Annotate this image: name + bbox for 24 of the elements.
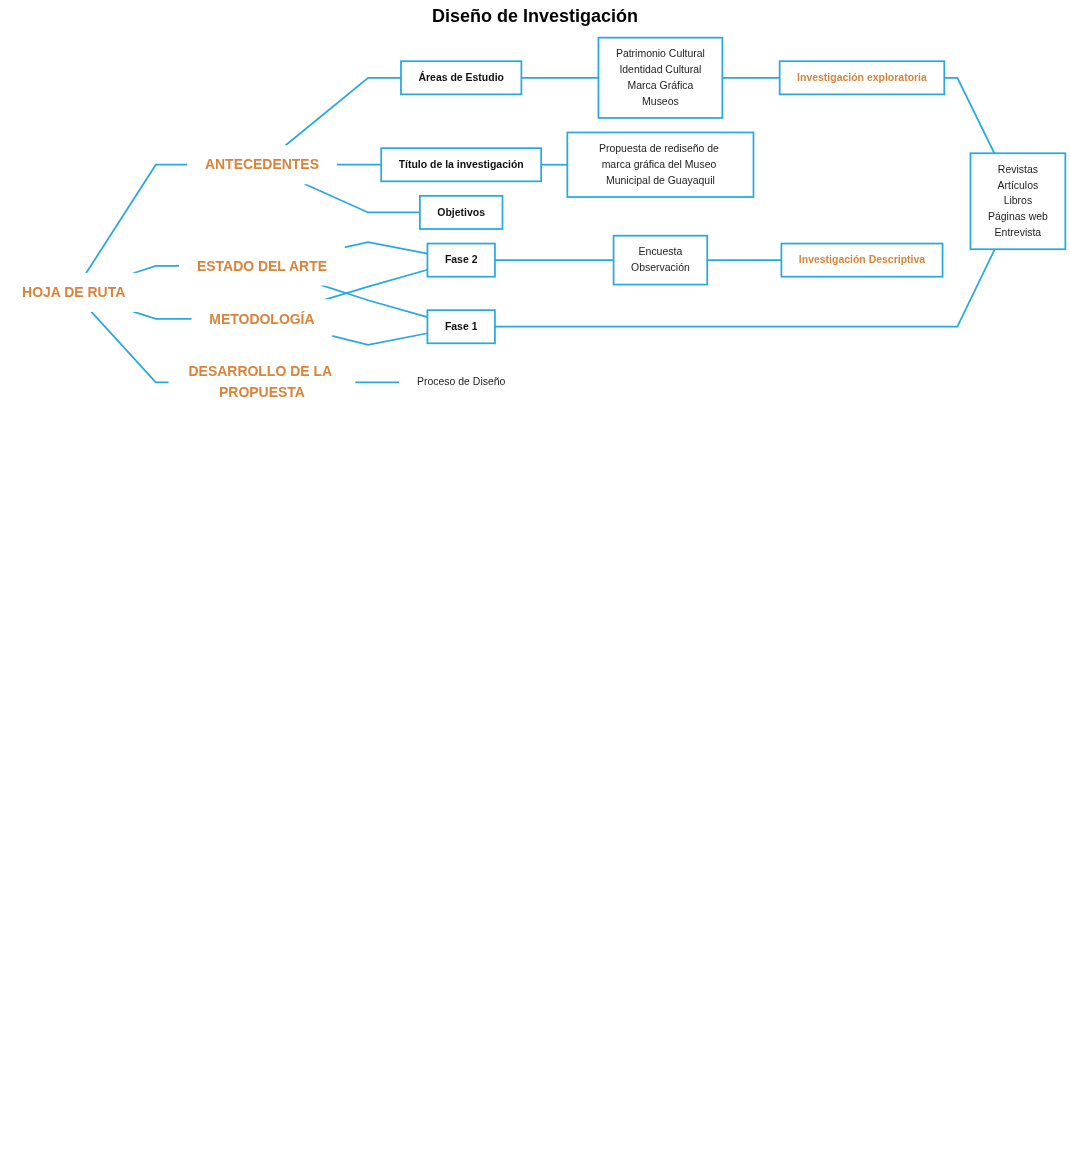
node-text: Proceso de Diseño <box>416 376 506 388</box>
node-box: Investigación exploratoria <box>778 60 946 96</box>
node-box: Encuesta Observación <box>612 234 709 286</box>
node-box: Áreas de Estudio <box>400 60 523 96</box>
connector <box>132 265 181 275</box>
node-box: Patrimonio Cultural Identidad Cultural Marca Gráfica Museos <box>597 36 724 119</box>
node-text: ANTECEDENTES <box>204 156 319 173</box>
node-box: Revistas Artículos Libros Páginas web Entrevista <box>969 152 1067 251</box>
node-box: Título de la investigación <box>380 147 543 183</box>
connector <box>132 310 193 320</box>
node-box: Objetivos <box>419 195 504 230</box>
node-box: Investigación Descriptiva <box>780 242 944 278</box>
node-box: Fase 2 <box>426 242 496 278</box>
node-box: Propuesta de rediseño de marca gráfica del Museo Municipal de Guayaquil <box>566 131 755 198</box>
connector <box>494 248 996 328</box>
connector <box>90 310 170 384</box>
node-text: METODOLOGÍA <box>209 310 315 327</box>
node-text: DESARROLLO DE LA PROPUESTA <box>188 363 332 401</box>
section-heading: Diseño de Investigación <box>430 6 640 27</box>
node-text: ESTADO DEL ARTE <box>196 257 327 274</box>
connector <box>354 381 401 384</box>
node-box: Fase 1 <box>426 309 496 345</box>
node-text: HOJA DE RUTA <box>22 284 126 300</box>
connector <box>85 163 189 275</box>
